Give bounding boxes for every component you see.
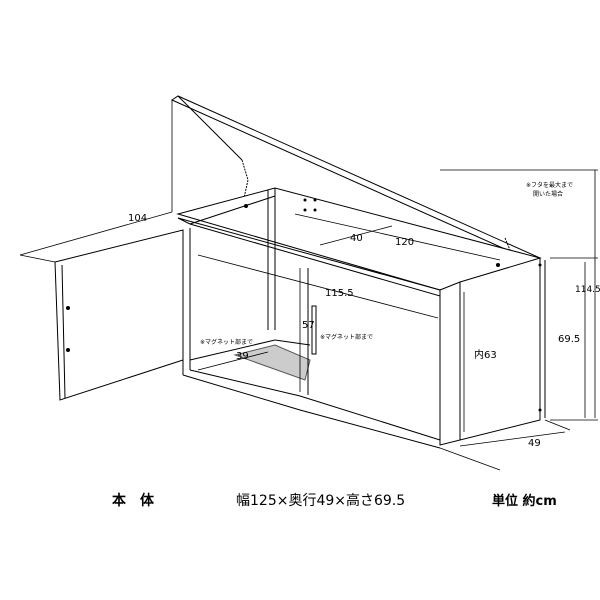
note-lid-open: ※フタを最大まで 開いた場合 bbox=[526, 181, 573, 199]
dim-inner-width: 115.5 bbox=[325, 288, 354, 299]
note-lid-open-line1: ※フタを最大まで bbox=[526, 182, 574, 189]
open-door bbox=[54, 229, 184, 401]
note-lid-open-line2: 開いた場合 bbox=[533, 191, 564, 198]
footer-title: 本 体 bbox=[112, 493, 154, 509]
note-magnet-2: ※マグネット部まで bbox=[320, 334, 374, 341]
hinges bbox=[66, 198, 542, 412]
dim-width-top: 120 bbox=[395, 237, 415, 248]
footer-size: 幅125×奥行49×高さ69.5 bbox=[236, 493, 406, 509]
dim-lid-depth: 40 bbox=[350, 233, 363, 244]
right-side bbox=[459, 257, 541, 441]
dim-depth-top: 104 bbox=[128, 213, 148, 224]
footer-unit: 単位 約cm bbox=[492, 494, 557, 509]
dimension-lines bbox=[19, 100, 598, 471]
floor-mesh bbox=[233, 344, 311, 381]
dim-door-height: 57 bbox=[302, 320, 315, 331]
note-magnet-1: ※マグネット部まで bbox=[200, 339, 254, 346]
dim-height-lid-open: 114.5 bbox=[575, 285, 600, 295]
dim-depth: 49 bbox=[528, 438, 541, 449]
dim-inner-height: 内63 bbox=[474, 350, 497, 361]
dim-floor-depth: 39 bbox=[236, 351, 249, 362]
front-panel bbox=[439, 281, 461, 446]
door-handle bbox=[311, 305, 317, 355]
dim-height: 69.5 bbox=[558, 334, 581, 345]
